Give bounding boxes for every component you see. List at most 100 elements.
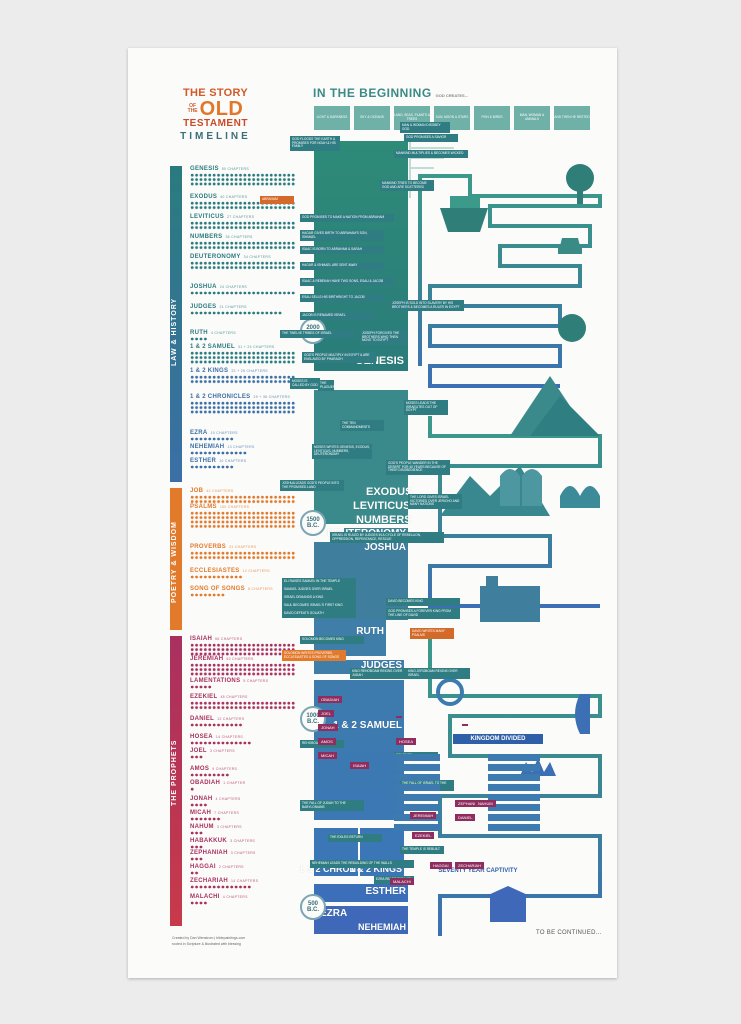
book-chapters: 2 CHAPTERS (218, 865, 244, 869)
timeline-caption: GOD'S PEOPLE WANDER IN THE DESERT FOR 40… (386, 460, 450, 476)
book-name: ISAIAH (190, 636, 213, 642)
timeline-caption: JOSHUA LEADS GOD'S PEOPLE INTO THE PROMI… (280, 480, 344, 492)
book-name: JOB (190, 488, 204, 494)
chapter-dots (190, 663, 296, 677)
book-chapters: 36 CHAPTERS (225, 235, 253, 239)
book-name: DEUTERONOMY (190, 254, 241, 260)
chapter-dots (190, 241, 296, 250)
timeline-caption: ISAAC IS BORN TO ABRAHAM & SARAH (300, 246, 384, 254)
book-chapters: 10 CHAPTERS (219, 459, 247, 463)
creation-day: AND THEN HE RESTED (554, 106, 590, 130)
chapter-dots (190, 831, 204, 836)
chapter-dots (190, 685, 212, 690)
chapter-dots (190, 845, 204, 850)
book-name: RUTH (190, 330, 208, 336)
era-marker: 1500 B.C. (300, 510, 326, 536)
book-chapters: 4 CHAPTERS (210, 331, 236, 335)
pyramids-icon (510, 376, 600, 436)
book-chapters: 34 CHAPTERS (243, 255, 271, 259)
header-title: IN THE BEGINNING (313, 86, 432, 100)
prophet-box: MALACHI (390, 878, 414, 885)
book-chapters: 12 CHAPTERS (217, 717, 245, 721)
credit-line-2: rooted in Scripture & illustrated with b… (172, 942, 241, 946)
temple-icon (486, 886, 530, 922)
chapter-dots (190, 173, 296, 187)
title-line-4: TIMELINE (180, 131, 251, 142)
book-name: JOEL (190, 748, 207, 754)
book-chapters: 8 CHAPTERS (247, 587, 273, 591)
to-be-continued: TO BE CONTINUED... (536, 930, 602, 936)
book-chapters: 66 CHAPTERS (215, 637, 243, 641)
book-name: ESTHER (190, 458, 217, 464)
book-name: ZECHARIAH (190, 878, 229, 884)
israel-king-bar (488, 824, 540, 831)
book-chapters: 5 CHAPTERS (243, 679, 269, 683)
book-chapters: 31 + 24 CHAPTERS (237, 345, 275, 349)
timeline-caption: GOD'S PEOPLE MULTIPLY IN EGYPT & ARE ENS… (302, 352, 376, 364)
chron-label: 1 & 2 CHRON (298, 864, 356, 874)
chapter-dots (190, 291, 296, 296)
timeline-caption: THE TWELVE TRIBES OF ISRAEL (280, 330, 354, 338)
book-chapters: 31 CHAPTERS (229, 545, 257, 549)
chapter-dots (190, 755, 204, 760)
tree-icon (566, 164, 594, 204)
prophet-box (396, 716, 402, 718)
timeline-caption: JOSEPH FORGIVES THE BROTHERS WHO THEN MO… (360, 330, 408, 346)
book-chapters: 10 CHAPTERS (210, 431, 238, 435)
creation-day: LIGHT & DARKNESS (314, 106, 350, 130)
book-name: LAMENTATIONS (190, 678, 241, 684)
book-chapters: 13 CHAPTERS (227, 445, 255, 449)
book-chapters: 14 CHAPTERS (215, 735, 244, 739)
chapter-dots (190, 437, 234, 442)
prophet-box: ZECHARIAH (455, 862, 485, 869)
timeline-caption: KING JEROBOAM REIGNS OVER ISRAEL (406, 668, 470, 680)
prophet-box: OBADIAH (318, 696, 343, 703)
prophets-band: THE PROPHETS (170, 636, 182, 926)
tablets-icon (500, 469, 542, 506)
timeline-caption: MAN & WOMAN DISOBEY GOD (400, 122, 450, 134)
esther-label: ESTHER (365, 886, 406, 897)
prophet-box (462, 724, 468, 726)
timeline-caption: GOD FLOODS THE EARTH & PROMISES FOR NOAH… (290, 136, 340, 152)
prophet-box: JONAH (318, 724, 338, 731)
book-chapters: 12 CHAPTERS (242, 569, 270, 573)
timeline-caption: HAGAR GIVES BIRTH TO ABRAHAM'S SON, ISHM… (300, 230, 384, 242)
book-name: AMOS (190, 766, 210, 772)
israel-king-bar (488, 764, 540, 771)
chapter-dots (190, 857, 204, 862)
israel-king-bar (488, 814, 540, 821)
chapter-dots (190, 495, 296, 504)
timeline-caption: HAGAR & ISHMAEL ARE SENT AWAY (300, 262, 384, 270)
kingdom-divided-banner: KINGDOM DIVIDED (453, 734, 543, 744)
chapter-dots (190, 511, 296, 529)
judah-king-bar (394, 764, 440, 771)
esther-block: ESTHER (314, 884, 408, 902)
book-name: HAGGAI (190, 864, 216, 870)
book-name: ECCLESIASTES (190, 568, 240, 574)
book-chapters: 4 CHAPTERS (215, 797, 241, 801)
ruth-label: RUTH (356, 626, 384, 637)
creation-day: MAN, WOMAN & ANIMALS (514, 106, 550, 130)
chapter-dots (190, 465, 234, 470)
timeline-caption: THE LORD GIVES ISRAEL VICTORIES OVER JER… (408, 494, 462, 510)
book-chapters: 3 CHAPTERS (209, 749, 235, 753)
timeline-caption: SAUL BECOMES ISRAEL'S FIRST KING (282, 602, 356, 610)
book-name: JEREMIAH (190, 656, 224, 662)
book-name: PSALMS (190, 504, 217, 510)
book-chapters: 150 CHAPTERS (219, 505, 250, 509)
